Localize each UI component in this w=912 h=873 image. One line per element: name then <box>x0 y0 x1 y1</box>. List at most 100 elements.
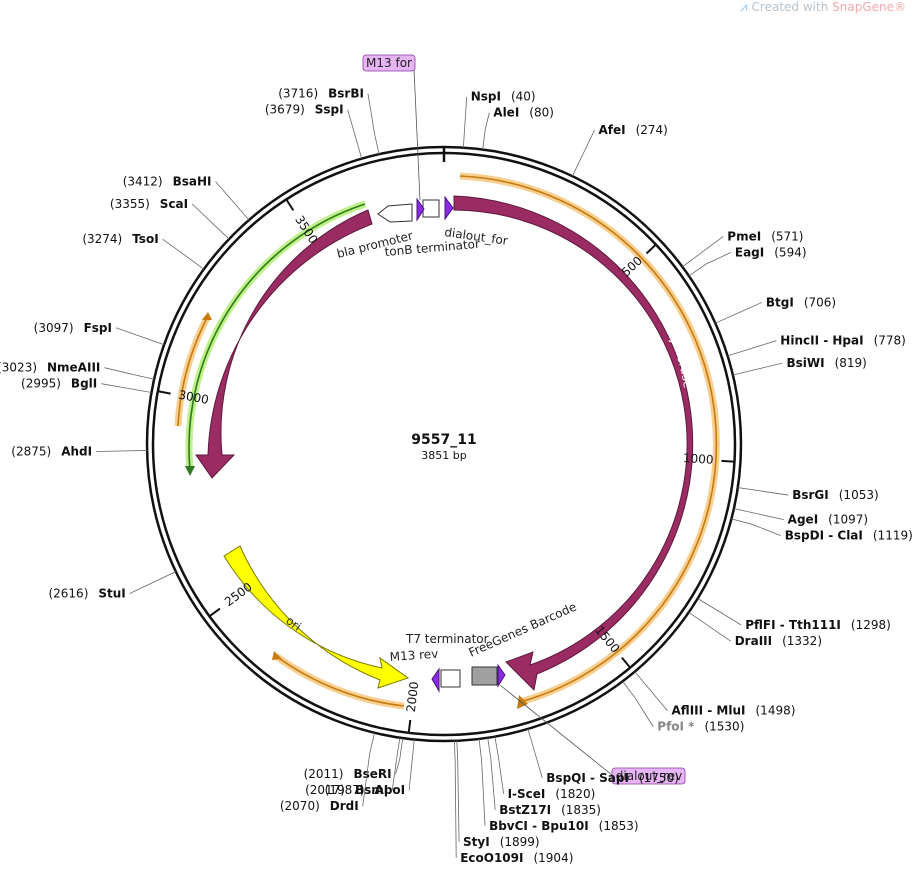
enzyme-position: (1835) <box>561 803 601 817</box>
enzyme-name: SspI <box>315 103 344 117</box>
enzyme-leader-line <box>104 367 155 380</box>
enzyme-leader-line <box>527 728 543 778</box>
enzyme-position: (594) <box>774 245 806 259</box>
enzyme-name: ScaI <box>160 197 188 211</box>
enzyme-name: EagI <box>735 245 764 259</box>
feature-phi29-polymerase <box>453 195 694 692</box>
enzyme-leader-line <box>362 732 376 807</box>
enzyme-name: BtgI <box>766 295 794 309</box>
enzyme-leader-line <box>96 450 148 452</box>
enzyme-leader-line <box>162 238 205 270</box>
enzyme-name: PmeI <box>727 229 761 243</box>
enzyme-name: BglI <box>71 377 97 391</box>
enzyme-leader-line <box>634 671 668 711</box>
enzyme-position: (819) <box>835 356 867 370</box>
enzyme-label: (2875) AhdI <box>11 445 92 459</box>
enzyme-leader-line <box>727 340 777 357</box>
leader-m13-for <box>413 68 421 201</box>
enzyme-label: BspQI - SapI(1750) <box>546 771 679 785</box>
label-bla: bla <box>224 316 245 339</box>
enzyme-position: (1853) <box>599 819 639 833</box>
enzyme-position: (1119) <box>873 529 912 543</box>
orf-left-arc-core <box>177 317 208 427</box>
enzyme-name: I-SceI <box>508 787 546 801</box>
enzyme-position: (1053) <box>839 488 879 502</box>
primer-m13-for-label: M13 for <box>366 56 412 70</box>
enzyme-leader-line <box>682 236 724 268</box>
enzyme-position: (2017) <box>305 783 345 797</box>
enzyme-leader-line <box>129 571 176 594</box>
enzyme-label: EagI (594) <box>735 245 807 259</box>
enzyme-name: AhdI <box>61 445 92 459</box>
enzyme-position: (2070) <box>280 799 320 813</box>
leader-dialout-rev <box>499 684 613 776</box>
enzyme-leader-line <box>478 738 486 826</box>
enzyme-leader-line <box>367 93 380 155</box>
orf-phi29-arc <box>459 172 720 706</box>
tick-mark <box>407 719 412 732</box>
enzyme-position: (1820) <box>555 787 595 801</box>
enzyme-leader-line <box>191 203 230 240</box>
enzyme-position: (3355) <box>110 197 150 211</box>
enzyme-position: (2616) <box>48 587 88 601</box>
backbone <box>145 145 743 743</box>
enzyme-label: PflFI - Tth111I(1298) <box>745 618 891 632</box>
enzyme-leader-line <box>737 487 789 496</box>
enzyme-label: (3274)TsoI <box>82 232 158 246</box>
enzyme-leader-line <box>456 740 460 842</box>
watermark-reg: ® <box>894 0 906 14</box>
enzyme-position: (1498) <box>756 704 796 718</box>
primer-dialout-rev-arrow <box>497 663 506 688</box>
enzyme-position: (3023) <box>0 361 37 375</box>
enzyme-label: BbvCI - Bpu10I (1853) <box>489 819 639 833</box>
feature-t7-terminator-box <box>440 669 461 688</box>
enzyme-position: (2875) <box>11 445 51 459</box>
enzyme-name: AfeI <box>598 123 625 137</box>
enzyme-label: BsiWI(819) <box>786 356 866 370</box>
enzyme-leader-line <box>715 302 763 324</box>
enzyme-label: BtgI(706) <box>766 295 836 309</box>
enzyme-leader-line <box>572 130 595 177</box>
enzyme-name: NspI <box>471 90 501 104</box>
enzyme-leader-line <box>731 518 781 536</box>
center-labels: 9557_11 3851 bp <box>411 432 476 462</box>
watermark-prefix: Created with <box>751 0 829 14</box>
enzyme-position: (1530) <box>704 720 744 734</box>
enzyme-label: PfoI *(1530) <box>657 720 744 734</box>
orf-bottom-arrowhead <box>272 651 282 660</box>
enzyme-leader-line <box>482 112 490 150</box>
feature-freegenes-barcode-box <box>471 666 498 686</box>
enzyme-label: (3355) ScaI <box>110 197 188 211</box>
enzyme-label: BsrGI(1053) <box>792 488 878 502</box>
enzyme-name: NmeAIII <box>47 361 100 375</box>
tick-mark <box>721 459 734 463</box>
enzyme-name: HincII - HpaI <box>780 334 863 348</box>
snapgene-watermark: ⩘Created with SnapGene® <box>740 0 906 15</box>
enzyme-label: AfeI(274) <box>598 123 667 137</box>
enzyme-leader-line <box>732 362 783 376</box>
tick-mark <box>645 244 656 255</box>
enzyme-label: (2995)BglI <box>21 377 97 391</box>
enzyme-label: BstZ17I(1835) <box>499 803 601 817</box>
enzyme-name: BsmI <box>355 783 388 797</box>
enzyme-name: BseRI <box>353 767 391 781</box>
enzyme-label: (2011)BseRI <box>304 767 392 781</box>
enzyme-leader-line <box>454 740 457 858</box>
tick-label: 2000 <box>404 681 422 713</box>
features <box>195 195 694 693</box>
tick-label: 1000 <box>683 451 714 467</box>
enzyme-name: StyI <box>463 835 490 849</box>
enzyme-leader-line <box>688 252 732 277</box>
enzyme-position: (571) <box>771 229 803 243</box>
enzyme-name: BsaHI <box>173 175 212 189</box>
enzyme-label: PmeI (571) <box>727 229 803 243</box>
enzyme-leader-line <box>494 736 505 794</box>
enzyme-position: (3412) <box>123 175 163 189</box>
enzyme-label: BspDI - ClaI(1119) <box>785 529 912 543</box>
tick-label: 3000 <box>177 388 210 407</box>
tick-mark <box>286 199 295 211</box>
label-m13-rev: M13 rev <box>389 647 438 664</box>
primer-boxes: M13 for dialout_rev <box>362 54 686 785</box>
orf-bla-arrowhead <box>185 466 195 476</box>
enzyme-name: BbvCI - Bpu10I <box>489 819 589 833</box>
